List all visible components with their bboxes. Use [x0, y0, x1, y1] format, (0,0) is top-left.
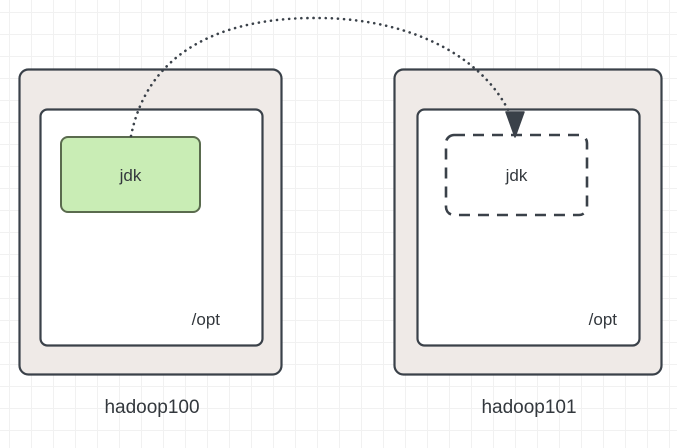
host-group-hadoop101[interactable]: jdk /opt hadoop101: [393, 68, 663, 419]
host-directory-box-hadoop101[interactable]: [416, 108, 641, 347]
host-label-hadoop100: hadoop100: [104, 397, 199, 418]
host-group-hadoop100[interactable]: jdk /opt hadoop100: [18, 68, 283, 419]
directory-label-opt-left: /opt: [192, 310, 221, 329]
connector-arrowhead: [505, 111, 525, 138]
connector-arrow-jdk-transfer[interactable]: [129, 16, 525, 138]
package-label-jdk-right: jdk: [505, 166, 528, 185]
directory-label-opt-right: /opt: [589, 310, 618, 329]
connector-dotted-path: [129, 16, 517, 138]
host-label-hadoop101: hadoop101: [481, 397, 576, 418]
package-label-jdk-left: jdk: [119, 166, 142, 185]
